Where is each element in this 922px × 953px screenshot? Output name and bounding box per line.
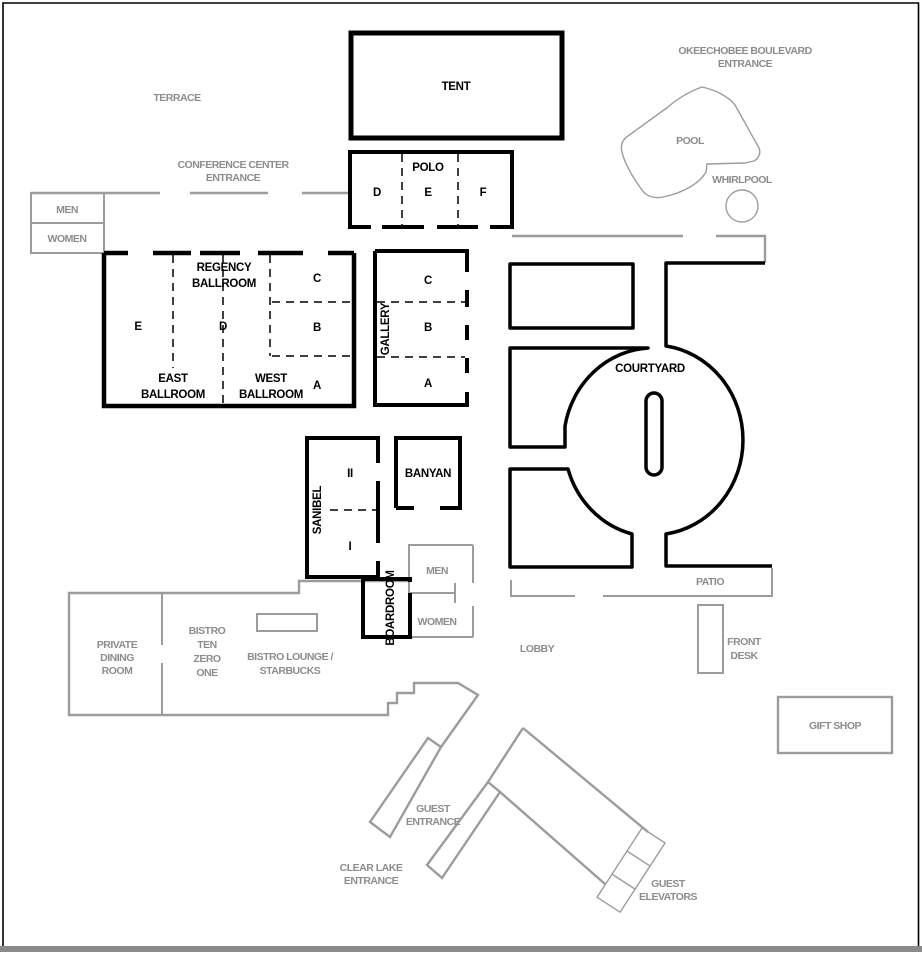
gallery-section-c-label: C bbox=[424, 275, 432, 287]
bistro-1001-label: ZERO bbox=[193, 653, 221, 665]
front-desk-label: FRONT bbox=[727, 636, 762, 648]
pool-outline bbox=[620, 86, 761, 199]
bistro-1001-label: TEN bbox=[197, 639, 217, 651]
okeechobee-entrance-label: OKEECHOBEE BOULEVARD bbox=[678, 45, 812, 57]
okeechobee-entrance-label: ENTRANCE bbox=[718, 58, 773, 70]
conference-men-restroom-label: MEN bbox=[56, 204, 78, 216]
polo-section-e-label: E bbox=[424, 187, 432, 199]
gallery-label: GALLERY bbox=[380, 302, 392, 355]
pool-label: POOL bbox=[676, 135, 705, 147]
courtyard-outline bbox=[508, 261, 772, 569]
page-border-bottom-bar bbox=[0, 946, 922, 952]
guest-elevators-outline bbox=[596, 827, 666, 913]
conference-women-restroom-label: WOMEN bbox=[48, 233, 87, 245]
courtyard-label: COURTYARD bbox=[615, 363, 685, 375]
polo-room-outline bbox=[348, 150, 514, 229]
regency-section-e-label: E bbox=[134, 321, 142, 333]
guest-entrance-corridor bbox=[425, 727, 649, 885]
sanibel-section-1-label: I bbox=[349, 541, 352, 553]
hotel-features bbox=[30, 86, 894, 913]
whirlpool-outline bbox=[725, 189, 759, 223]
guest-elevators-label: GUEST bbox=[651, 878, 686, 890]
regency-section-c-label: C bbox=[313, 273, 321, 285]
bistro-bar-counter bbox=[256, 613, 318, 632]
gray-labels: TERRACE OKEECHOBEE BOULEVARD ENTRANCE PO… bbox=[48, 45, 862, 903]
east-ballroom-label: EAST bbox=[158, 373, 188, 385]
polo-section-f-label: F bbox=[480, 187, 487, 199]
private-dining-label: ROOM bbox=[102, 665, 133, 677]
regency-ballroom-outline bbox=[101, 250, 357, 409]
whirlpool-label: WHIRLPOOL bbox=[712, 174, 773, 186]
regency-section-d-label: D bbox=[219, 321, 227, 333]
private-dining-label: DINING bbox=[100, 652, 134, 664]
meeting-rooms bbox=[101, 30, 772, 639]
conference-entrance-label: ENTRANCE bbox=[206, 172, 261, 184]
bistro-lounge-label: STARBUCKS bbox=[260, 665, 321, 677]
bistro-1001-label: BISTRO bbox=[189, 625, 226, 637]
pool-walkway bbox=[512, 234, 767, 263]
sanibel-label: SANIBEL bbox=[312, 486, 324, 535]
conference-restrooms-outline bbox=[30, 192, 105, 254]
boardroom-label: BOARDROOM bbox=[385, 570, 397, 645]
lobby-restrooms-outline bbox=[408, 544, 474, 638]
guest-entrance-label: ENTRANCE bbox=[406, 816, 461, 828]
gallery-room-outline bbox=[373, 249, 469, 407]
clear-lake-entrance-label: CLEAR LAKE bbox=[340, 862, 403, 874]
west-ballroom-label: WEST bbox=[255, 373, 287, 385]
bistro-lounge-label: BISTRO LOUNGE / bbox=[247, 651, 333, 663]
banyan-room-outline bbox=[394, 436, 462, 510]
banyan-label: BANYAN bbox=[405, 468, 451, 480]
patio-label: PATIO bbox=[696, 576, 724, 588]
regency-ballroom-label: BALLROOM bbox=[192, 278, 256, 290]
gallery-section-a-label: A bbox=[424, 378, 432, 390]
lobby-women-restroom-label: WOMEN bbox=[418, 616, 457, 628]
regency-section-a-label: A bbox=[313, 380, 321, 392]
polo-section-d-label: D bbox=[373, 187, 381, 199]
gift-shop-label: GIFT SHOP bbox=[809, 720, 862, 732]
west-ballroom-label: BALLROOM bbox=[239, 389, 303, 401]
terrace-label: TERRACE bbox=[153, 92, 201, 104]
gallery-section-b-label: B bbox=[424, 322, 432, 334]
boardroom-outline bbox=[361, 577, 412, 639]
gift-shop-outline bbox=[776, 695, 894, 755]
private-dining-label: PRIVATE bbox=[97, 639, 138, 651]
regency-section-b-label: B bbox=[313, 322, 321, 334]
guest-entrance-label: GUEST bbox=[416, 803, 451, 815]
lobby-label: LOBBY bbox=[520, 643, 555, 655]
sanibel-room-outline bbox=[305, 436, 380, 579]
tent-label: TENT bbox=[442, 81, 471, 93]
east-ballroom-label: BALLROOM bbox=[141, 389, 205, 401]
clear-lake-entrance-label: ENTRANCE bbox=[344, 875, 399, 887]
patio-outline bbox=[510, 568, 773, 597]
courtyard-fountain bbox=[644, 391, 664, 477]
front-desk-outline bbox=[697, 604, 724, 674]
bistro-1001-label: ONE bbox=[196, 667, 218, 679]
bistro-outline bbox=[67, 579, 480, 839]
sanibel-section-2-label: II bbox=[347, 468, 353, 480]
front-desk-label: DESK bbox=[730, 650, 758, 662]
guest-elevators-label: ELEVATORS bbox=[639, 891, 697, 903]
polo-label: POLO bbox=[412, 162, 444, 174]
tent-room-outline bbox=[348, 30, 565, 141]
regency-ballroom-label: REGENCY bbox=[197, 262, 252, 274]
conference-entrance-label: CONFERENCE CENTER bbox=[177, 159, 289, 171]
room-labels: TENT POLO D E F REGENCY BALLROOM E D C B… bbox=[134, 81, 685, 646]
lobby-men-restroom-label: MEN bbox=[426, 565, 448, 577]
